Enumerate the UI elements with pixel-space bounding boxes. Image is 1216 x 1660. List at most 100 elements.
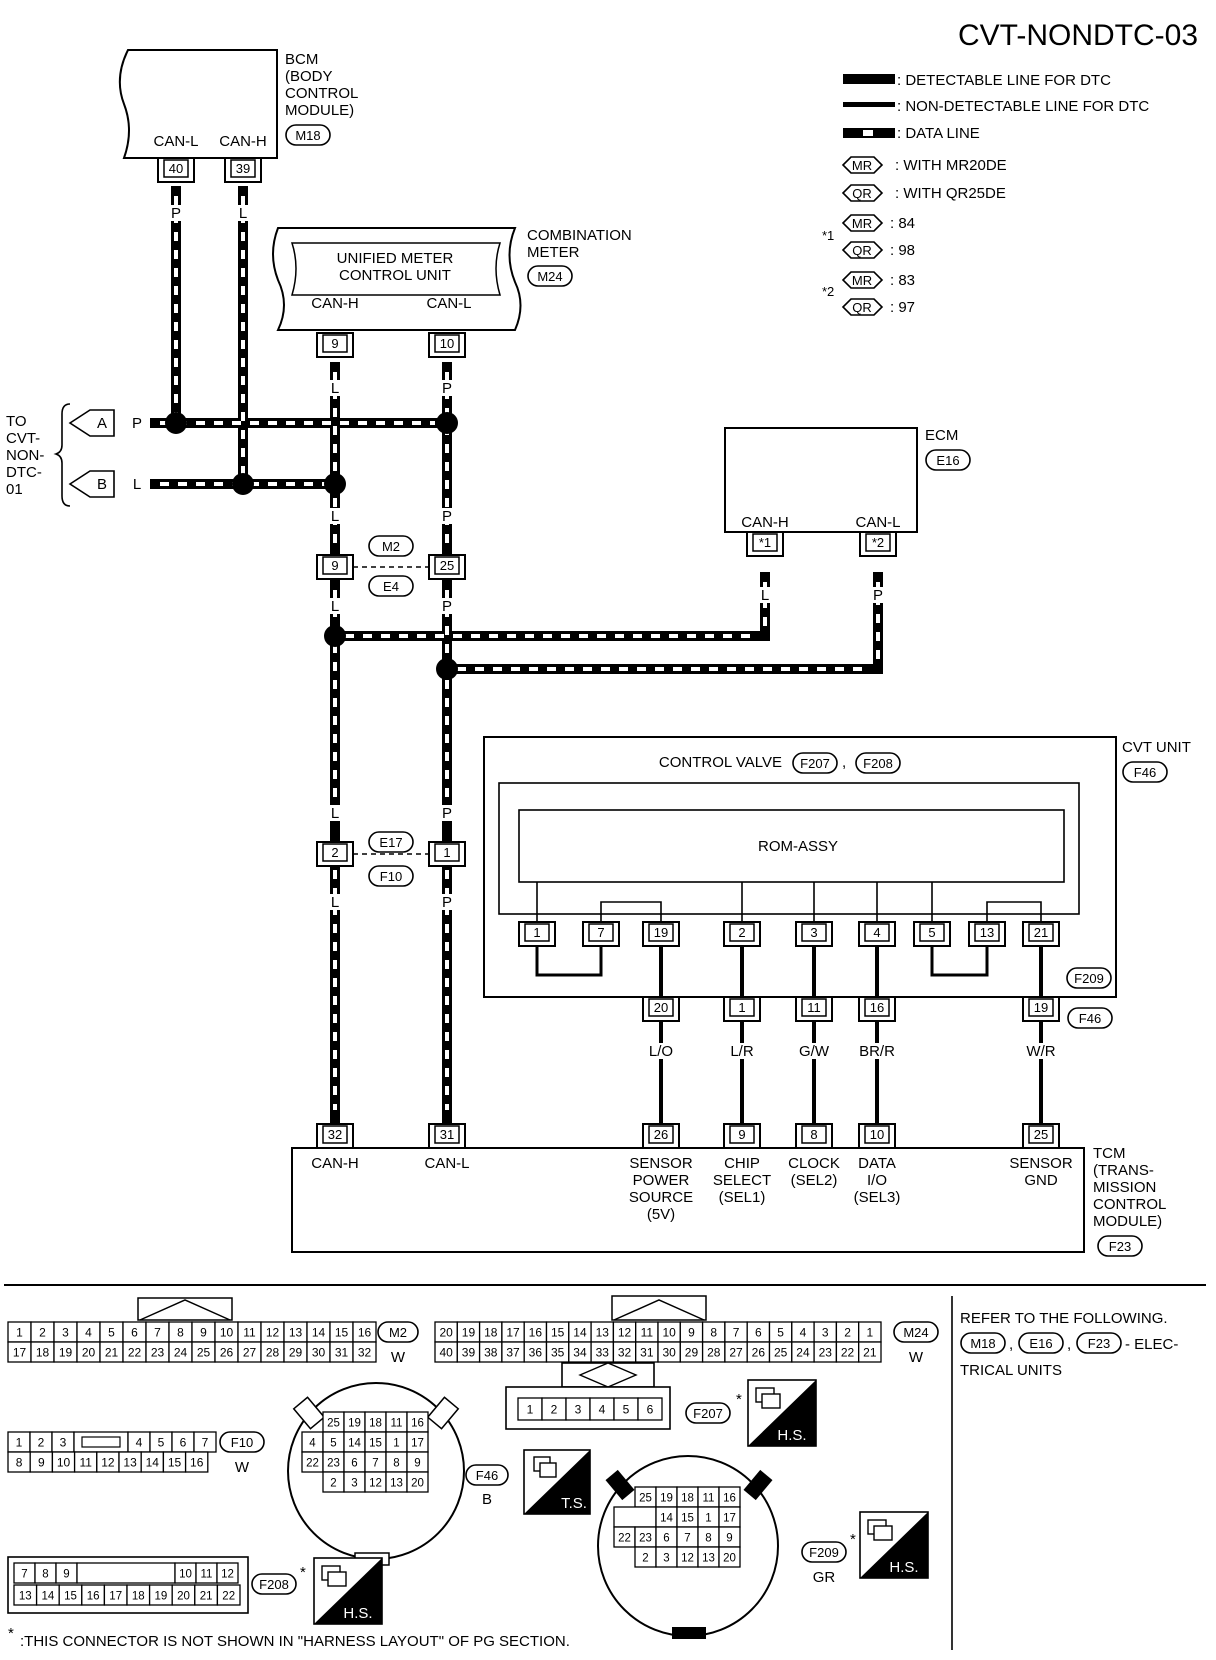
m2-pin-label: 29 [289, 1346, 303, 1360]
svg-text:E4: E4 [383, 579, 399, 594]
m24-pin-label: 8 [710, 1326, 717, 1340]
svg-text:*: * [300, 1564, 306, 1581]
f209-pin [718, 1546, 741, 1568]
svg-text:*1: *1 [822, 228, 834, 243]
harness-side-icon: H.S. [859, 1511, 929, 1579]
svg-text:P: P [442, 894, 452, 911]
m2-pin-label: 32 [358, 1346, 372, 1360]
m2-pin-label: 4 [85, 1326, 92, 1340]
svg-text:H.S.: H.S. [777, 1427, 806, 1444]
svg-text:: 97: : 97 [890, 299, 915, 316]
page-title: CVT-NONDTC-03 [958, 19, 1198, 52]
svg-text:CAN-L: CAN-L [426, 295, 471, 312]
svg-text:F23: F23 [1088, 1336, 1110, 1351]
svg-text:TO: TO [6, 413, 27, 430]
m24-pin-label: 39 [462, 1346, 476, 1360]
f208-blank-slot [76, 1562, 176, 1584]
m24-pin-label: 33 [596, 1346, 610, 1360]
m2-pin-label: 3 [62, 1326, 69, 1340]
f46-pin-label: 12 [369, 1478, 382, 1490]
svg-text:19: 19 [654, 925, 668, 940]
svg-text:ECM: ECM [925, 427, 958, 444]
svg-text:W/R: W/R [1026, 1043, 1055, 1060]
f208-pin-label: 16 [87, 1591, 100, 1603]
m24-pin-label: 34 [573, 1346, 587, 1360]
svg-text:F46: F46 [1134, 765, 1156, 780]
f46-pin-label: 6 [351, 1458, 357, 1470]
qr-badge-icon: QR [841, 184, 884, 202]
cvt-outer-pins: 20 1 11 16 19 F46 [642, 996, 1113, 1029]
f46-pin-label: 8 [393, 1458, 399, 1470]
f208-pin-label: 21 [200, 1591, 213, 1603]
f208-pin-label: 11 [201, 1569, 213, 1581]
svg-text:8: 8 [810, 1127, 817, 1142]
svg-text:T.S.: T.S. [561, 1495, 587, 1512]
harness-side-icon: H.S. [313, 1557, 383, 1625]
svg-text:CAN-L: CAN-L [153, 133, 198, 150]
f10-pin-label: 5 [158, 1436, 165, 1450]
m24-pin-label: 38 [484, 1346, 498, 1360]
m2-pin-label: 7 [154, 1326, 161, 1340]
svg-text:H.S.: H.S. [343, 1605, 372, 1622]
m24-pin [858, 1341, 882, 1363]
f208-pin-label: 14 [42, 1591, 55, 1603]
f46-pin-label: 7 [372, 1458, 378, 1470]
svg-text:CHIP: CHIP [724, 1155, 760, 1172]
svg-text:32: 32 [328, 1127, 342, 1142]
svg-text:CONTROL: CONTROL [1093, 1196, 1166, 1213]
m24-pin-label: 21 [863, 1346, 877, 1360]
svg-text:L: L [331, 894, 339, 911]
f209-pin-label: 12 [681, 1553, 694, 1565]
inner-pins: 1 7 19 2 3 4 5 13 21 [518, 921, 1060, 947]
svg-text:- ELEC-: - ELEC- [1125, 1336, 1178, 1353]
svg-text:B: B [482, 1491, 492, 1508]
m2-pin-label: 5 [108, 1326, 115, 1340]
m24-pin-label: 12 [618, 1326, 632, 1340]
svg-text:BR/R: BR/R [859, 1043, 895, 1060]
f208-pin-label: 20 [177, 1591, 190, 1603]
svg-text:1: 1 [533, 925, 540, 940]
m2-pin-label: 21 [105, 1346, 119, 1360]
f209-pin-label: 20 [723, 1553, 736, 1565]
svg-text:F23: F23 [1109, 1239, 1131, 1254]
svg-text:TRICAL UNITS: TRICAL UNITS [960, 1362, 1062, 1379]
m2-pin-label: 1 [16, 1326, 23, 1340]
svg-text:,: , [842, 754, 846, 771]
f208-pin-label: 13 [19, 1591, 32, 1603]
f10-pin-label: 7 [202, 1436, 209, 1450]
f10-pin-label: 9 [38, 1456, 45, 1470]
svg-text:: DETECTABLE LINE FOR DTC: : DETECTABLE LINE FOR DTC [897, 72, 1111, 89]
m24-pin-label: 30 [662, 1346, 676, 1360]
to-cvt-nondtc-01: TO CVT- NON- DTC- 01 A P B L [6, 403, 147, 507]
svg-text:2: 2 [331, 845, 338, 860]
svg-text:: 83: : 83 [890, 272, 915, 289]
ecm-module: ECM E16 CAN-H CAN-L *1 *2 L P [724, 427, 971, 604]
combination-meter: UNIFIED METER CONTROL UNIT CAN-H CAN-L C… [272, 227, 632, 397]
svg-text:L/R: L/R [730, 1043, 754, 1060]
tcm-module: 32 31 26 9 8 10 25 CAN-H CAN-L SENSOR PO… [291, 1123, 1166, 1257]
svg-text:M2: M2 [389, 1325, 407, 1340]
svg-text:2: 2 [738, 925, 745, 940]
f46-pin-label: 19 [348, 1418, 361, 1430]
m24-pin-label: 3 [822, 1326, 829, 1340]
m24-pin-label: 28 [707, 1346, 721, 1360]
svg-text:TCM: TCM [1093, 1145, 1126, 1162]
f209-pin-label: 18 [681, 1493, 694, 1505]
f46-pin-label: 15 [369, 1438, 382, 1450]
svg-text:L: L [761, 587, 769, 604]
m2-pin-label: 14 [312, 1326, 326, 1340]
svg-text:CAN-H: CAN-H [219, 133, 267, 150]
m24-pin-label: 29 [685, 1346, 699, 1360]
f207-pin [637, 1397, 663, 1421]
svg-text:5: 5 [928, 925, 935, 940]
svg-text:CAN-H: CAN-H [311, 1155, 359, 1172]
wire-color-labels: L/O L/R G/W BR/R W/R [640, 1043, 1062, 1060]
svg-text:UNIFIED METER: UNIFIED METER [337, 250, 454, 267]
m24-pin-label: 24 [796, 1346, 810, 1360]
svg-text:L: L [133, 476, 141, 493]
svg-text:B: B [97, 476, 107, 493]
